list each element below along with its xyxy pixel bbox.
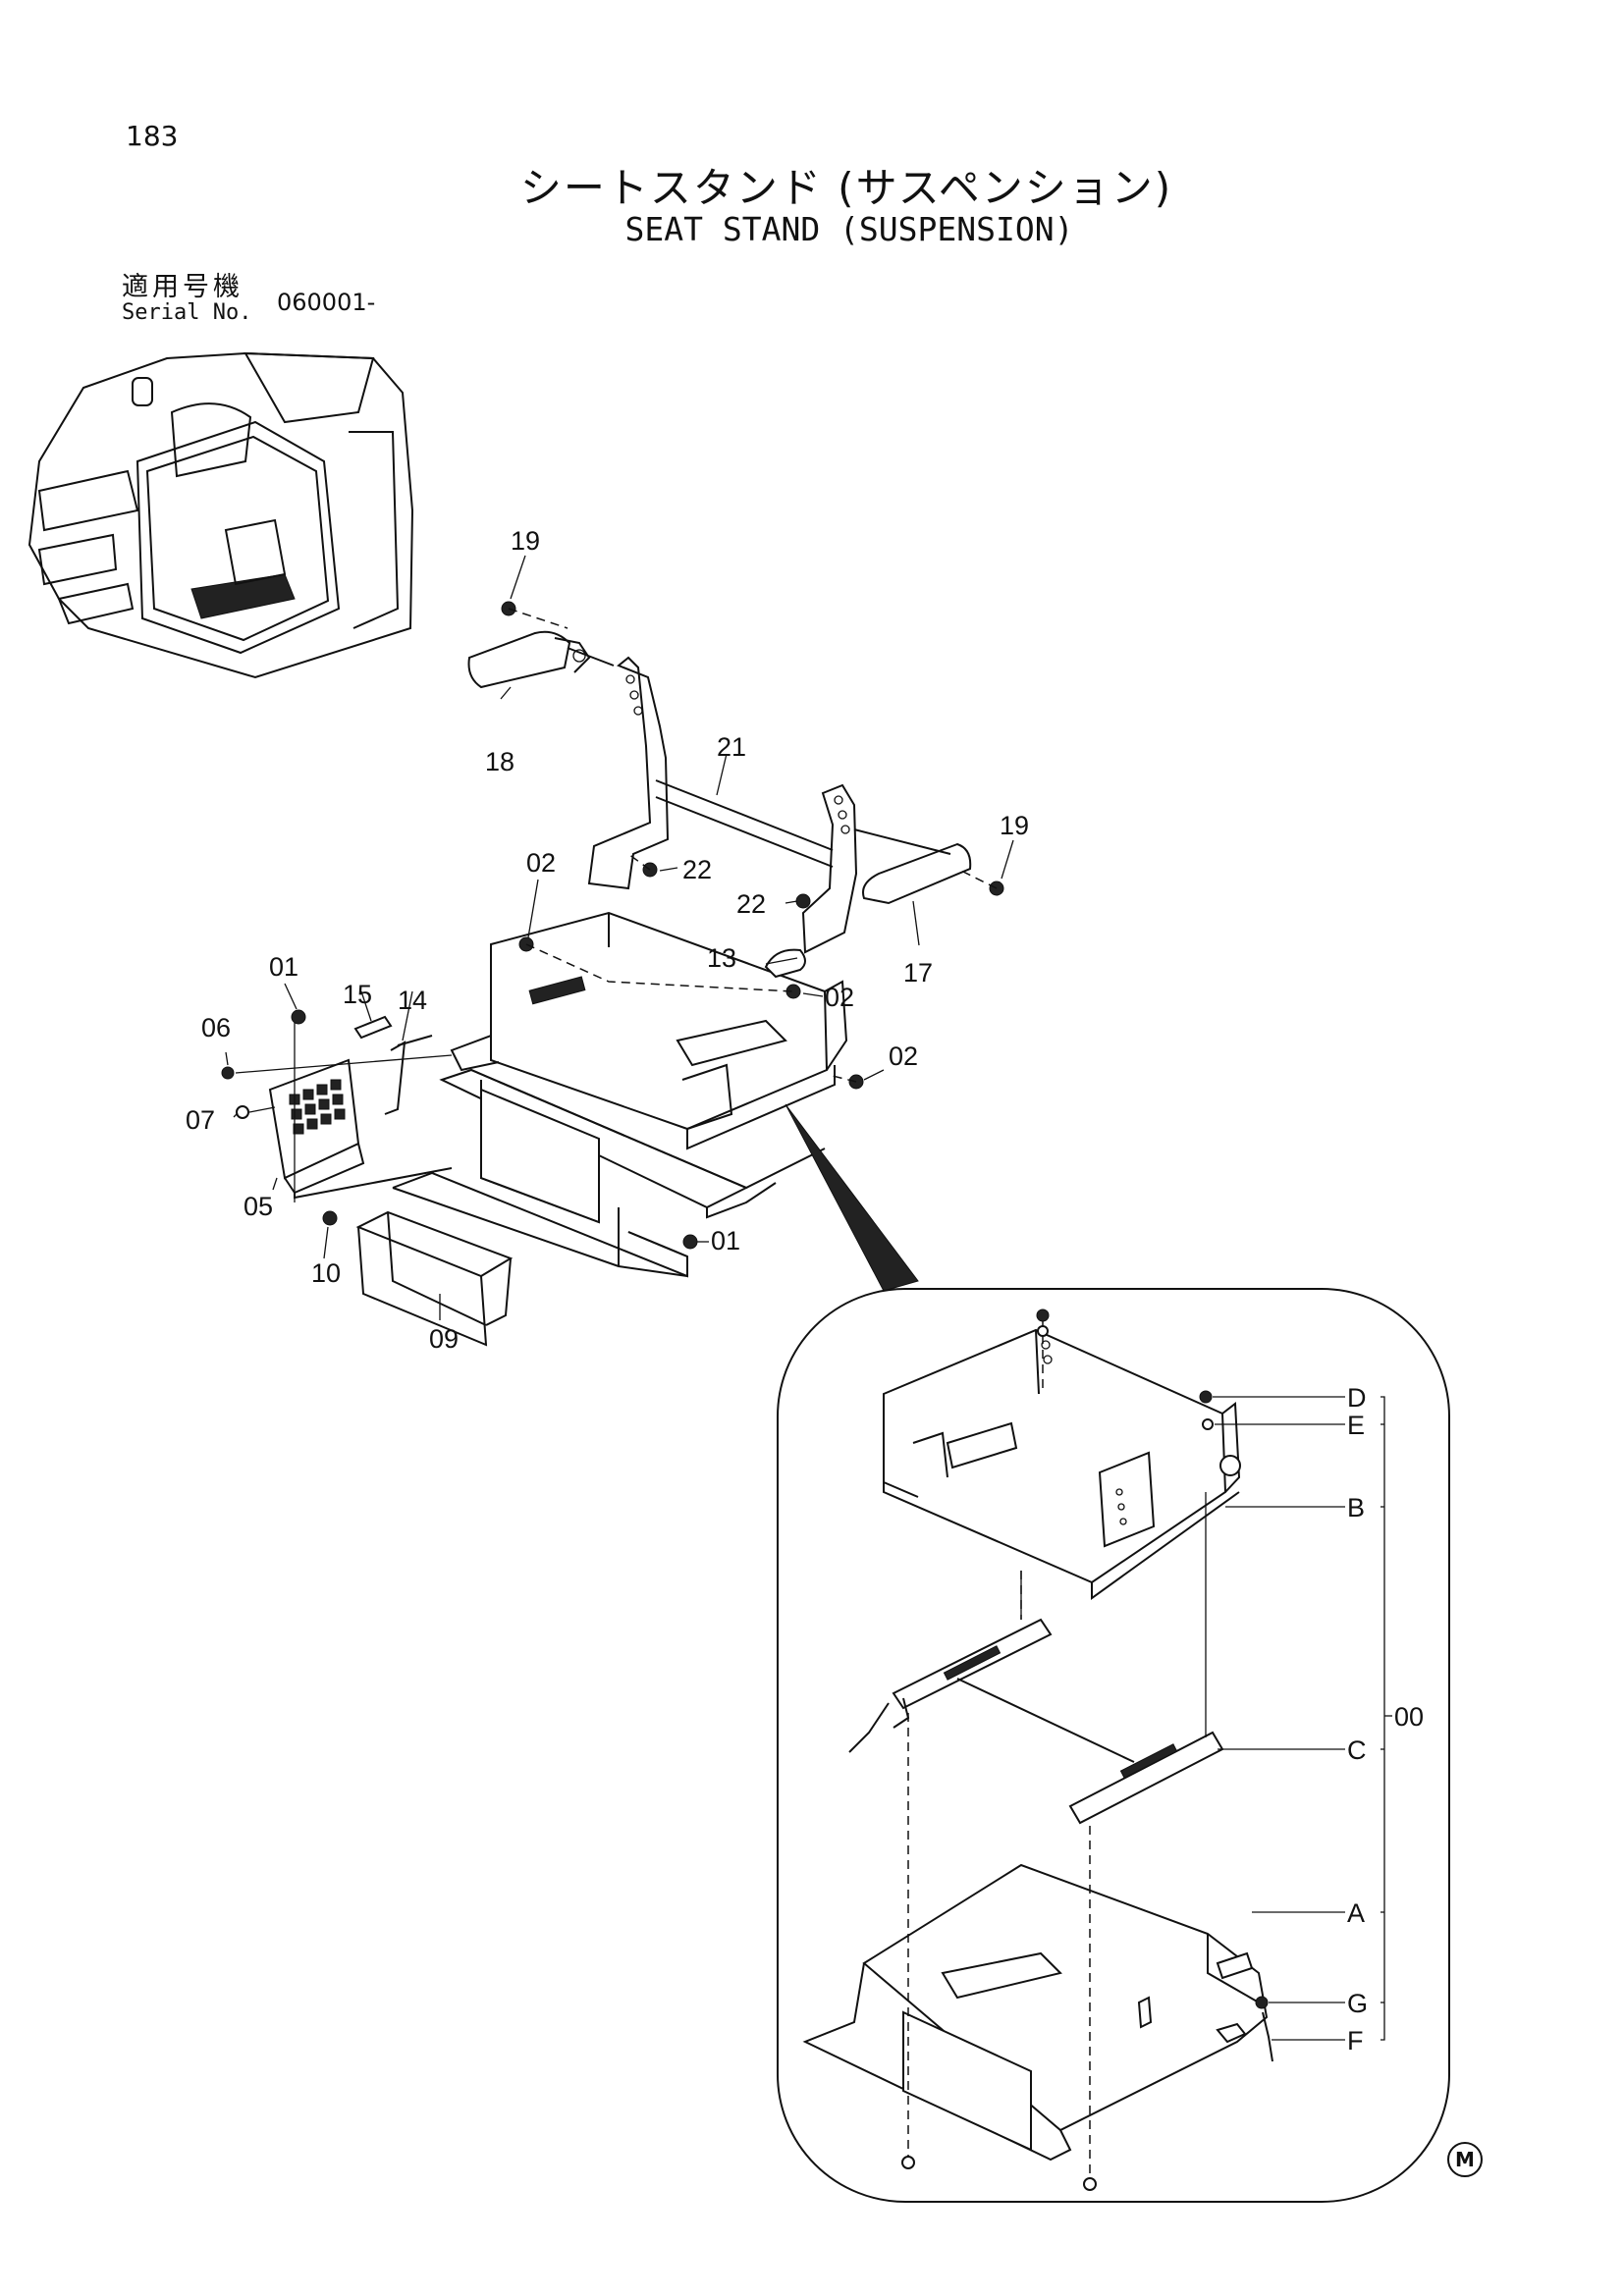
detail-label-A: A bbox=[1347, 1898, 1365, 1928]
callout-18: 18 bbox=[485, 747, 514, 776]
detail-view-frame bbox=[777, 1288, 1450, 2203]
callout-09: 09 bbox=[429, 1324, 459, 1354]
callout-01-upper: 01 bbox=[269, 952, 298, 982]
callout-13: 13 bbox=[707, 943, 736, 973]
detail-slide-rails bbox=[848, 1618, 1224, 1825]
callout-22-right: 22 bbox=[736, 889, 766, 919]
callout-19-right: 19 bbox=[1000, 811, 1029, 840]
cab-overview-illustration bbox=[27, 351, 414, 679]
detail-label-B: B bbox=[1347, 1493, 1365, 1522]
detail-leaders bbox=[1213, 1396, 1392, 2041]
callout-19-upper: 19 bbox=[511, 526, 540, 556]
callout-22-left: 22 bbox=[682, 855, 712, 884]
callout-06: 06 bbox=[201, 1013, 231, 1042]
armrest-right bbox=[853, 828, 972, 905]
detail-label-E: E bbox=[1347, 1411, 1365, 1440]
detail-upper-plate bbox=[883, 1328, 1241, 1600]
callout-10: 10 bbox=[311, 1258, 341, 1288]
callout-02-top: 02 bbox=[526, 848, 556, 878]
adjust-levers bbox=[353, 1015, 433, 1115]
detail-solid-lines bbox=[1020, 1492, 1207, 1737]
detail-base-frame bbox=[802, 1863, 1269, 2162]
armrest-left bbox=[467, 630, 615, 689]
detail-label-C: C bbox=[1347, 1735, 1367, 1765]
detail-fasteners bbox=[901, 1308, 1273, 2191]
callout-17: 17 bbox=[903, 958, 933, 988]
callout-01-lower: 01 bbox=[711, 1226, 740, 1255]
callout-21: 21 bbox=[717, 732, 746, 762]
page-title-jp: シートスタンド (サスペンション) bbox=[519, 164, 1173, 212]
page-number: 183 bbox=[126, 120, 179, 152]
control-panel bbox=[268, 1021, 453, 1202]
callout-leaders bbox=[225, 555, 1014, 1320]
detail-assembly-number: 00 bbox=[1394, 1702, 1424, 1732]
callout-05: 05 bbox=[244, 1192, 273, 1221]
air-duct bbox=[355, 1210, 514, 1347]
seat-lower-frame bbox=[392, 1068, 777, 1278]
fasteners bbox=[221, 601, 1004, 1250]
serial-number-value: 060001- bbox=[277, 289, 376, 316]
detail-pointer-arrow bbox=[785, 1103, 919, 1292]
callout-15: 15 bbox=[343, 980, 372, 1009]
callout-02-mid: 02 bbox=[825, 983, 854, 1012]
model-mark-icon: M bbox=[1447, 2142, 1483, 2177]
detail-label-G: G bbox=[1347, 1989, 1368, 2018]
page-title-en: SEAT STAND (SUSPENSION) bbox=[624, 210, 1074, 248]
callout-02-right: 02 bbox=[889, 1041, 918, 1071]
detail-label-F: F bbox=[1347, 2026, 1364, 2056]
callout-07: 07 bbox=[186, 1105, 215, 1135]
armrest-bracket-frame bbox=[587, 656, 858, 954]
callout-14: 14 bbox=[398, 986, 427, 1015]
detail-label-D: D bbox=[1347, 1383, 1367, 1413]
serial-label-en: Serial No. bbox=[122, 300, 252, 325]
serial-label-jp: 適用号機 bbox=[122, 272, 244, 302]
